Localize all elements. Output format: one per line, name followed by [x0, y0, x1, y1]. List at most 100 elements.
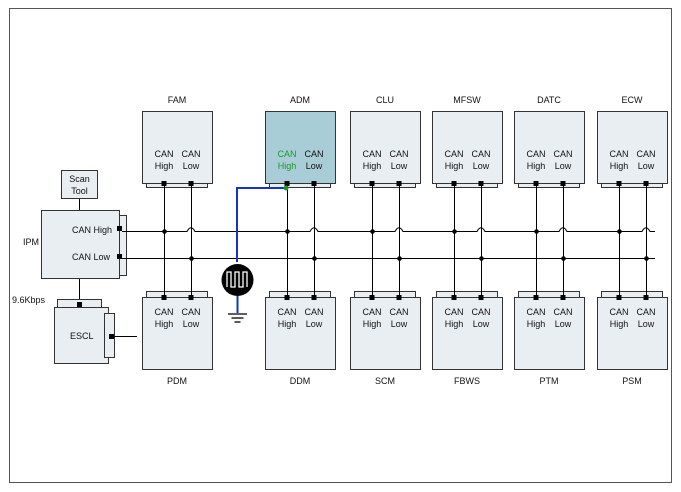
can-high-junction [285, 229, 290, 234]
can-low-junction [189, 256, 194, 261]
pin-label-can-low: CAN [181, 149, 200, 159]
escl-pin-side [109, 334, 114, 339]
ipm-pin-high [117, 226, 122, 231]
pin-label-can-low: CAN [471, 149, 490, 159]
pin-label-low: Low [306, 161, 323, 171]
pin-high [284, 295, 290, 300]
pin-label-high: High [610, 319, 629, 329]
pin-label-can-low: CAN [181, 307, 200, 317]
pin-label-can-low: CAN [636, 307, 655, 317]
pin-label-low: Low [306, 319, 323, 329]
pin-low [478, 181, 484, 186]
module-box [514, 297, 585, 370]
ipm-label: IPM [23, 237, 39, 247]
module-name: PSM [622, 376, 642, 386]
pin-label-can-low: CAN [304, 307, 323, 317]
pin-high [616, 295, 622, 300]
pin-high [451, 181, 457, 186]
pin-label-can-low: CAN [389, 149, 408, 159]
pin-label-can-high: CAN [277, 307, 296, 317]
escl-box [54, 307, 109, 364]
pin-low [478, 295, 484, 300]
pin-label-low: Low [473, 319, 490, 329]
can-low-junction [397, 256, 402, 261]
pin-label-can-high: CAN [609, 307, 628, 317]
module-name: FAM [168, 95, 187, 105]
ipm-pin-low [117, 254, 122, 259]
module-box [350, 297, 421, 370]
pin-low [188, 295, 194, 300]
pin-low [643, 295, 649, 300]
pin-label-high: High [278, 161, 297, 171]
module-box [597, 111, 668, 184]
pin-high [161, 181, 167, 186]
module-box [142, 111, 213, 184]
module-name: CLU [376, 95, 394, 105]
pin-label-high: High [445, 319, 464, 329]
scan-tool-label-1: Scan [69, 174, 90, 184]
pin-label-low: Low [391, 319, 408, 329]
pin-low [396, 295, 402, 300]
pin-high [161, 295, 167, 300]
pin-label-can-low: CAN [553, 149, 572, 159]
can-high-junction [452, 229, 457, 234]
pin-label-can-high: CAN [444, 307, 463, 317]
pin-low [560, 295, 566, 300]
ground-icon [228, 313, 247, 323]
pin-high [369, 295, 375, 300]
can-high-junction [534, 229, 539, 234]
can-low-junction [644, 256, 649, 261]
modules-layer: CANHighCANLowFAMCANHighCANLowADMCANHighC… [142, 95, 668, 387]
lin-speed-label: 9.6Kbps [12, 295, 46, 305]
pin-label-can-low: CAN [389, 307, 408, 317]
module-name: ADM [290, 95, 310, 105]
escl-label: ESCL [70, 331, 94, 341]
diagram-frame [9, 8, 672, 483]
pin-label-can-high: CAN [154, 149, 173, 159]
pin-low [188, 181, 194, 186]
pin-high [533, 295, 539, 300]
ipm-can-low-label: CAN Low [72, 252, 111, 262]
scan-tool-box [61, 170, 98, 199]
pin-label-high: High [527, 161, 546, 171]
pin-label-low: Low [473, 161, 490, 171]
module-name: MFSW [453, 95, 481, 105]
pin-label-high: High [527, 319, 546, 329]
pin-low [643, 181, 649, 186]
module-box [514, 111, 585, 184]
probe-tip [283, 185, 289, 191]
pin-label-low: Low [183, 161, 200, 171]
module-name: DATC [537, 95, 561, 105]
module-name: PDM [167, 376, 187, 386]
can-low-junction [479, 256, 484, 261]
pin-label-can-high: CAN [362, 149, 381, 159]
pin-label-low: Low [638, 319, 655, 329]
pin-label-low: Low [638, 161, 655, 171]
ipm-module[interactable]: CAN High CAN Low [41, 210, 127, 279]
pin-label-high: High [445, 161, 464, 171]
pin-label-can-low: CAN [636, 149, 655, 159]
pin-label-can-high: CAN [362, 307, 381, 317]
bus-layer [122, 185, 655, 295]
pin-label-low: Low [555, 161, 572, 171]
can-low-junction [312, 256, 317, 261]
scan-tool[interactable]: Scan Tool [61, 170, 98, 199]
pin-high [369, 181, 375, 186]
escl-module[interactable]: ESCL [54, 299, 115, 364]
pin-label-high: High [363, 161, 382, 171]
module-name: ECW [622, 95, 644, 105]
pin-label-low: Low [555, 319, 572, 329]
